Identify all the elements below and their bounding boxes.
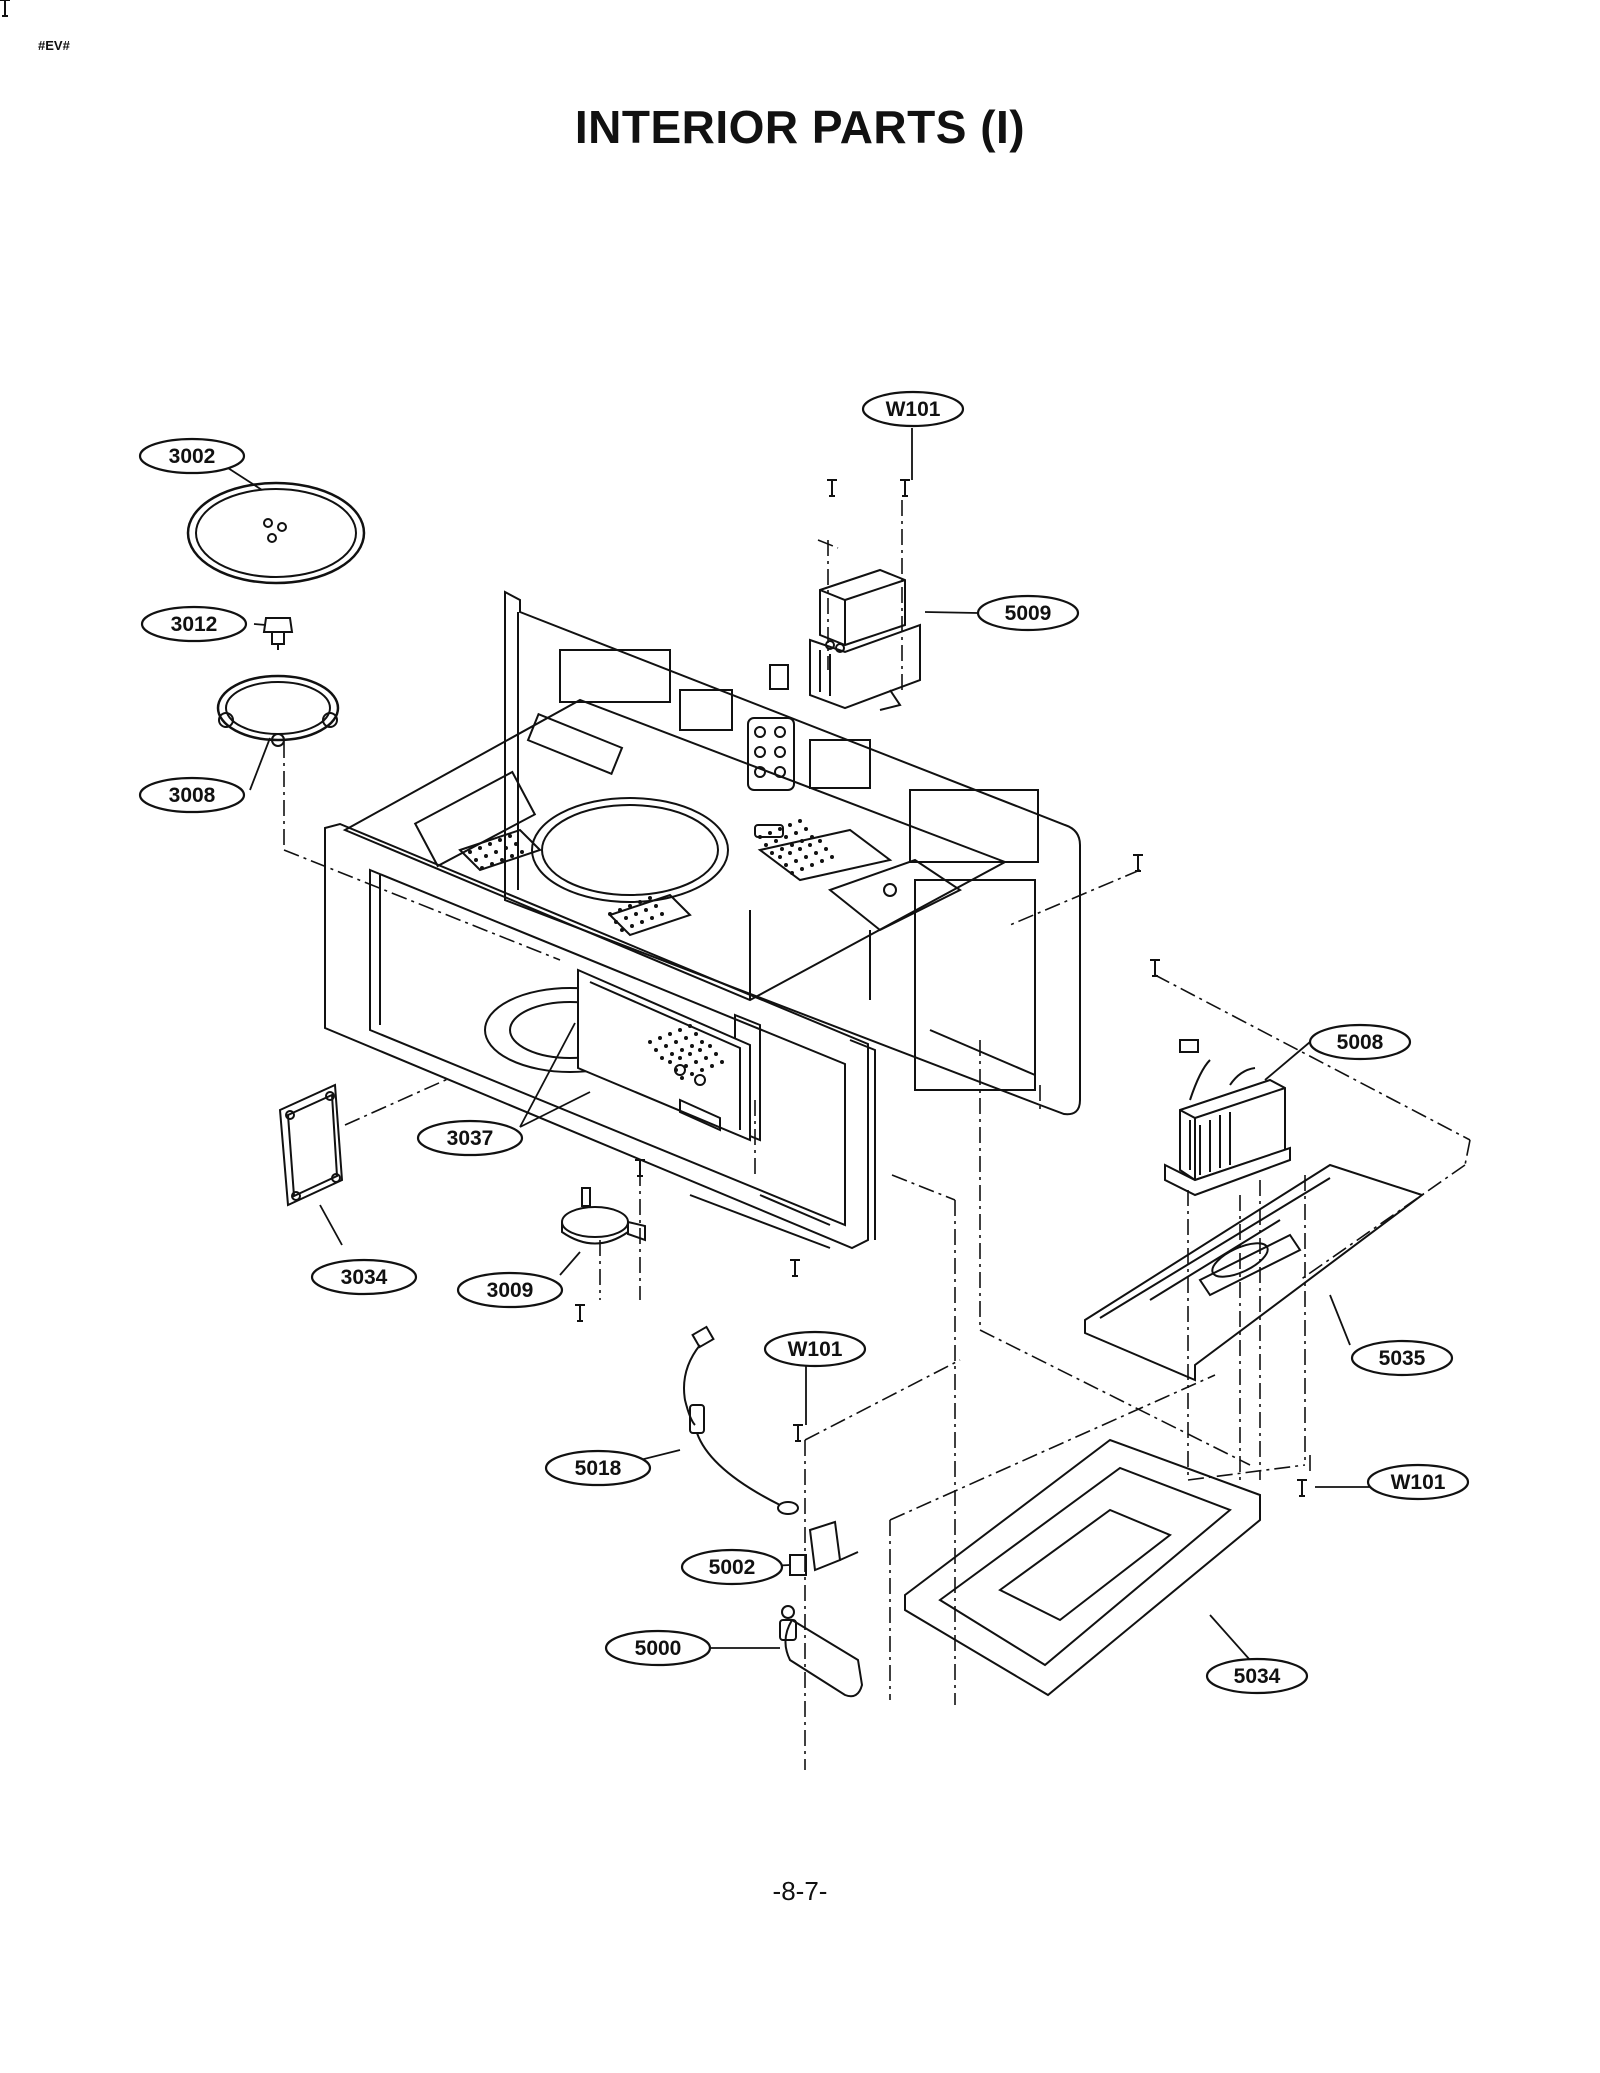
base-plate: [1084, 1163, 1425, 1382]
callout-3034-label: 3034: [341, 1266, 388, 1289]
callout-3034: 3034: [310, 1258, 418, 1296]
part-callouts: 3002 3012 3008 W101 5009 5008 3037 3034: [138, 390, 1470, 1695]
turntable-coupler: [262, 617, 294, 650]
callout-5000: 5000: [604, 1629, 712, 1667]
callout-3009-label: 3009: [487, 1279, 534, 1302]
callout-3008-label: 3008: [169, 784, 216, 807]
assembly-guide-lines: [283, 500, 1471, 1770]
callout-w101-top: W101: [861, 390, 965, 428]
vent-hole-patterns: [468, 819, 834, 1080]
callout-5018-label: 5018: [575, 1457, 622, 1480]
magnetron: [769, 568, 921, 711]
page-number: -8-7-: [772, 1876, 828, 1906]
callout-5000-label: 5000: [635, 1637, 682, 1660]
cavity-filter-plate: [278, 1083, 344, 1207]
callout-5009-label: 5009: [1005, 602, 1052, 625]
callout-5035: 5035: [1350, 1339, 1454, 1377]
callout-w101-right-label: W101: [1391, 1471, 1446, 1494]
callout-w101-right: W101: [1366, 1463, 1470, 1501]
page-title: INTERIOR PARTS (I): [574, 101, 1026, 153]
wire-harness: [683, 1325, 799, 1515]
callout-5034: 5034: [1205, 1657, 1309, 1695]
lamp-socket-bracket: [789, 1520, 859, 1576]
callout-5008: 5008: [1308, 1023, 1412, 1061]
roller-ring: [216, 674, 340, 747]
oven-cavity-assembly: [324, 590, 1081, 1250]
callout-5034-label: 5034: [1234, 1665, 1281, 1688]
callout-3008: 3008: [138, 776, 246, 814]
oven-lamp: [779, 1605, 864, 1698]
document-code: #EV#: [38, 38, 70, 53]
callout-w101-mid: W101: [763, 1330, 867, 1368]
callout-5002-label: 5002: [709, 1556, 756, 1579]
callout-5002: 5002: [680, 1548, 784, 1586]
callout-w101-mid-label: W101: [788, 1338, 843, 1361]
callout-w101-top-label: W101: [886, 398, 941, 421]
callout-3002-label: 3002: [169, 445, 216, 468]
callout-5035-label: 5035: [1379, 1347, 1426, 1370]
screw-fasteners: [0, 0, 1308, 1497]
callout-5008-label: 5008: [1337, 1031, 1384, 1054]
callout-3012: 3012: [140, 605, 248, 643]
bottom-plate: [904, 1438, 1261, 1697]
callout-3002: 3002: [138, 437, 246, 475]
callout-3037-label: 3037: [447, 1127, 494, 1150]
callout-5009: 5009: [976, 594, 1080, 632]
callout-3009: 3009: [456, 1271, 564, 1309]
callout-5018: 5018: [544, 1449, 652, 1487]
turntable-tray: [186, 481, 366, 585]
callout-3037: 3037: [416, 1119, 524, 1157]
turntable-motor: [561, 1187, 646, 1245]
high-voltage-transformer: [1164, 1039, 1291, 1197]
callout-3012-label: 3012: [171, 613, 218, 636]
